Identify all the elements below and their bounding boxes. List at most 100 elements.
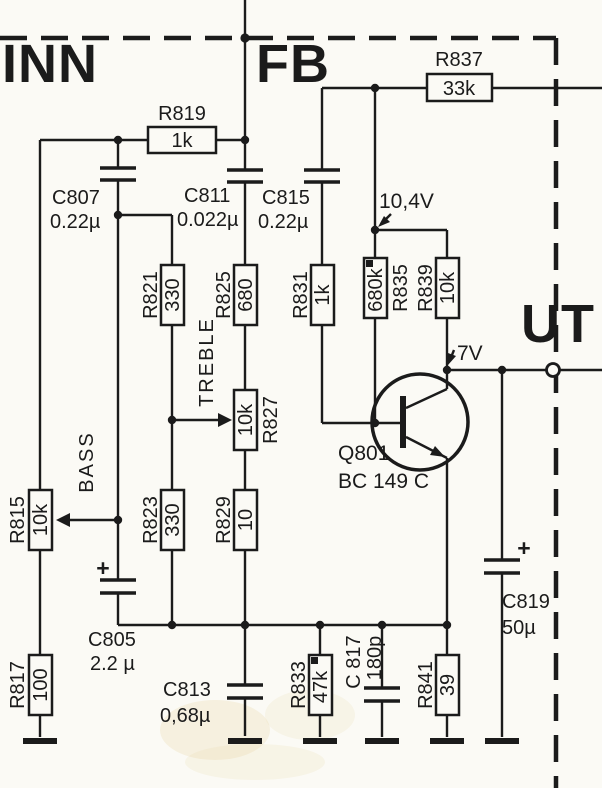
- capacitor-ref: C815: [262, 187, 310, 209]
- resistor-ref: R827: [260, 396, 282, 444]
- module-border: [0, 35, 559, 788]
- resistor-ref: R823: [140, 496, 162, 544]
- bias-voltage-label: 10,4V: [379, 190, 434, 213]
- resistor-ref: R831: [290, 271, 312, 319]
- resistor-ref: R817: [7, 661, 29, 709]
- resistor-value: 330: [162, 503, 184, 536]
- resistor-ref: R837: [435, 49, 483, 71]
- resistor-r833: 47k R833: [288, 653, 334, 717]
- transistor-ref: Q801: [338, 442, 389, 465]
- wires: [38, 0, 602, 737]
- capacitor-ref: C811: [184, 185, 230, 207]
- ground-icon: [485, 738, 519, 744]
- capacitor-value: 0,68µ: [160, 705, 211, 727]
- resistor-r841: 39 R841: [415, 653, 461, 717]
- inn-terminal-label: INN: [2, 34, 98, 94]
- resistor-ref: R829: [213, 496, 235, 544]
- resistor-ref: R833: [288, 661, 310, 709]
- treble-wiper-arrow-icon: [218, 413, 232, 427]
- resistor-r817: 100 R817: [7, 653, 54, 717]
- resistor-r831: 1k R831: [290, 263, 336, 327]
- bass-pot-r815: 10k R815: [7, 488, 54, 552]
- resistor-r825: 680 R825: [213, 263, 259, 327]
- control-labels: BASS TREBLE: [76, 317, 218, 493]
- resistor-value: 10k: [437, 271, 459, 304]
- ut-terminal-node: [545, 362, 561, 378]
- resistor-ref: R841: [415, 661, 437, 709]
- resistor-value: 47k: [310, 670, 332, 703]
- resistor-value: 1k: [312, 283, 334, 305]
- resistor-r819: R819 1k: [146, 103, 218, 155]
- transistor-q801: Q801 BC 149 C: [338, 372, 470, 493]
- resistor-value: 330: [162, 278, 184, 311]
- capacitor-value: 0.22µ: [50, 211, 101, 233]
- resistor-value: 33k: [443, 78, 476, 100]
- resistor-ref: R835: [390, 264, 412, 312]
- resistor-ref: R819: [158, 103, 206, 125]
- capacitor-c807: C807 0.22µ: [50, 166, 136, 233]
- resistor-value: 100: [30, 668, 52, 701]
- fb-junction: [240, 33, 250, 43]
- resistor-ref: R815: [7, 496, 29, 544]
- pot-arrows: [56, 413, 232, 527]
- transistor-type: BC 149 C: [338, 470, 429, 493]
- capacitor-c813: C813 0,68µ: [160, 679, 263, 727]
- capacitor-value: 0.22µ: [258, 211, 309, 233]
- capacitor-value: 2.2 µ: [90, 653, 135, 675]
- resistor-r835: 680k R835: [362, 256, 412, 320]
- resistor-value: 39: [437, 674, 459, 696]
- capacitor-c805: + C805 2.2 µ: [88, 555, 136, 675]
- junction-dots: [113, 33, 507, 630]
- capacitor-value: 0.022µ: [177, 209, 239, 231]
- resistor-r829: 10 R829: [213, 488, 259, 552]
- capacitor-value: 180p: [364, 636, 386, 681]
- resistor-ref: R821: [140, 271, 162, 319]
- fb-terminal-label: FB: [256, 34, 330, 94]
- bass-wiper-arrow-icon: [56, 513, 70, 527]
- capacitor-ref: C 817: [343, 635, 365, 688]
- resistor-value: 10: [235, 509, 257, 531]
- ground-icon: [303, 738, 337, 744]
- ut-terminal-label: UT: [521, 294, 595, 354]
- ground-symbols: [23, 738, 519, 744]
- transistor-body: [370, 372, 470, 472]
- resistor-value: 10k: [235, 403, 257, 436]
- select-mark: [366, 260, 373, 267]
- bias-voltage-arrow-icon: [378, 216, 390, 227]
- voltage-annotations: 10,4V 7V: [378, 190, 483, 365]
- capacitor-ref: C813: [163, 679, 211, 701]
- ground-icon: [23, 738, 57, 744]
- ground-icon: [365, 738, 399, 744]
- treble-pot-r827: 10k R827: [232, 388, 282, 452]
- polarity-plus-icon: +: [96, 555, 109, 581]
- bass-label: BASS: [76, 431, 98, 492]
- capacitor-c811: C811 0.022µ: [177, 168, 263, 231]
- polarity-plus-icon: +: [517, 535, 530, 561]
- capacitor-ref: C819: [502, 591, 550, 613]
- resistor-r839: 10k R839: [415, 256, 461, 320]
- capacitor-c817: C 817 180p: [343, 635, 400, 703]
- resistor-r823: 330 R823: [140, 488, 186, 552]
- select-mark: [311, 657, 318, 664]
- resistor-r837: R837 33k: [425, 49, 494, 103]
- resistor-value: 10k: [30, 503, 52, 536]
- emitter-arrow-icon: [430, 446, 445, 457]
- ground-icon: [430, 738, 464, 744]
- capacitor-c819: + C819 50µ: [484, 535, 550, 639]
- capacitor-ref: C805: [88, 629, 136, 651]
- resistor-r821: 330 R821: [140, 263, 186, 327]
- resistor-ref: R839: [415, 264, 437, 312]
- resistor-value: 680: [235, 278, 257, 311]
- capacitor-c815: C815 0.22µ: [258, 168, 340, 233]
- resistor-ref: R825: [213, 271, 235, 319]
- collector-voltage-arrow-icon: [448, 353, 456, 365]
- capacitor-ref: C807: [52, 187, 100, 209]
- collector-voltage-label: 7V: [457, 342, 483, 365]
- resistor-value: 1k: [171, 130, 193, 152]
- capacitor-value: 50µ: [502, 617, 536, 639]
- transistor-base-bar: [400, 396, 406, 448]
- ground-icon: [228, 738, 262, 744]
- terminals: INN FB UT: [2, 34, 595, 378]
